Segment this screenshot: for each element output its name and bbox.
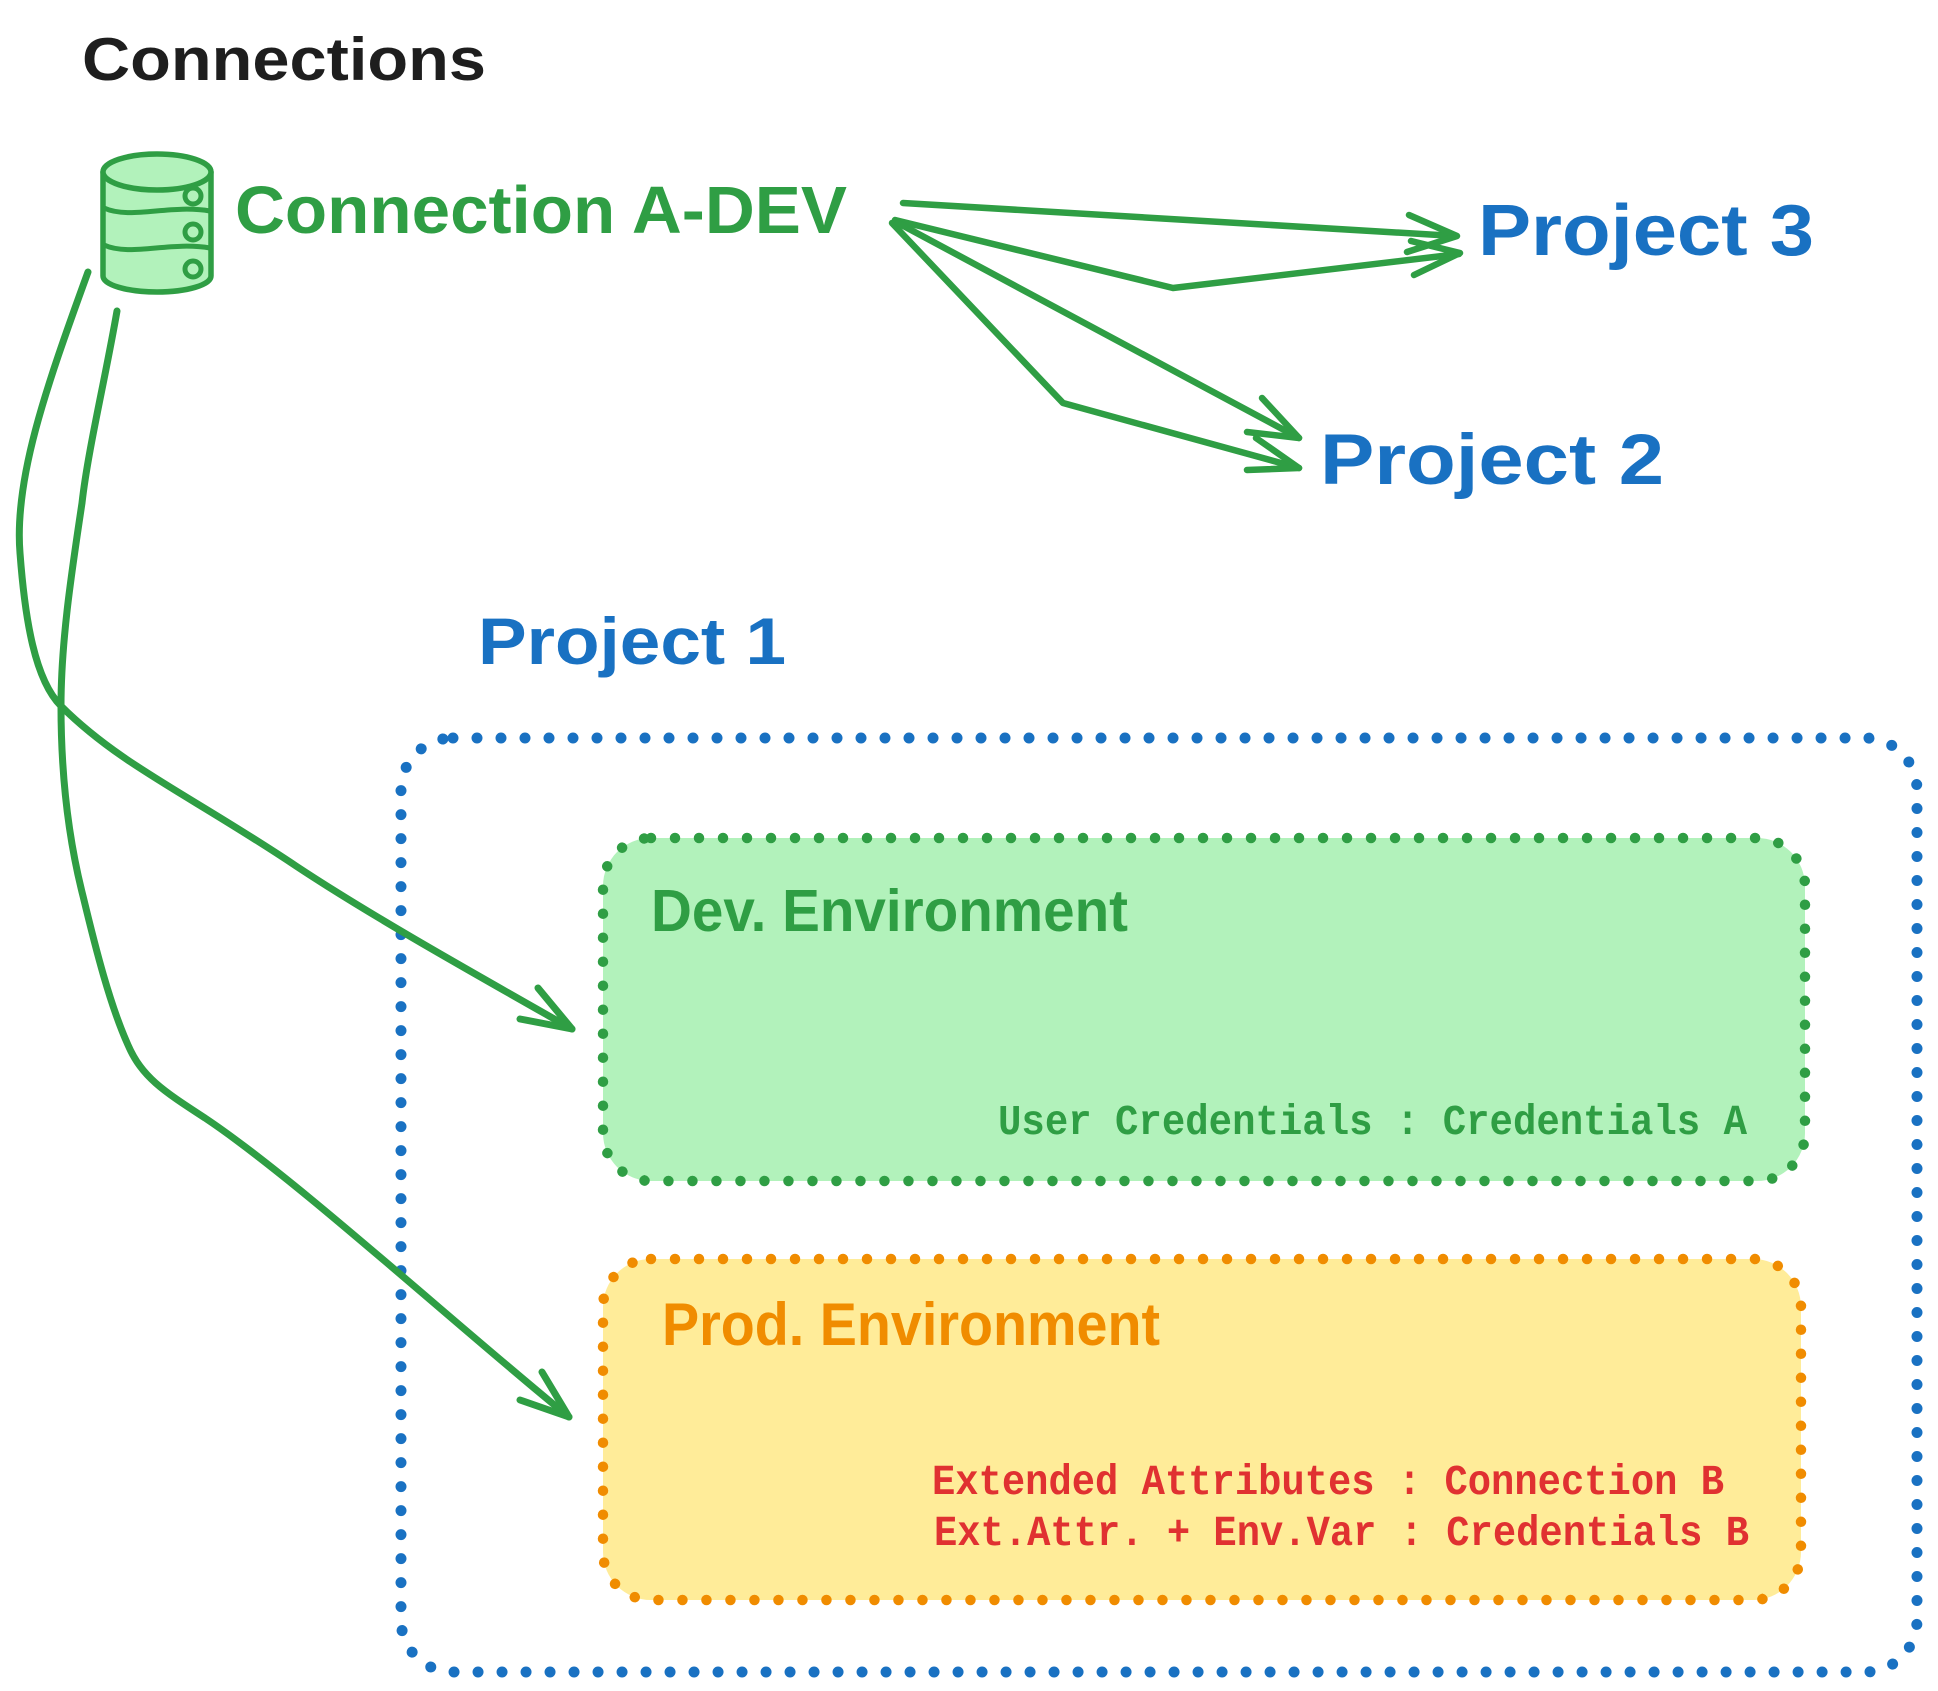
svg-text:Prod. Environment: Prod. Environment — [662, 1291, 1160, 1358]
svg-text:Project 1: Project 1 — [478, 604, 786, 678]
svg-text:User Credentials : Credentials: User Credentials : Credentials A — [998, 1098, 1747, 1147]
svg-text:Connections: Connections — [82, 26, 486, 93]
svg-text:Dev. Environment: Dev. Environment — [651, 878, 1128, 944]
svg-text:Ext.Attr. + Env.Var : Credenti: Ext.Attr. + Env.Var : Credentials B — [934, 1509, 1749, 1558]
svg-text:Project 3: Project 3 — [1478, 191, 1814, 271]
svg-text:Project 2: Project 2 — [1320, 421, 1664, 500]
svg-text:Extended Attributes : Connecti: Extended Attributes : Connection B — [932, 1458, 1724, 1507]
svg-text:Connection A-DEV: Connection A-DEV — [235, 173, 847, 248]
